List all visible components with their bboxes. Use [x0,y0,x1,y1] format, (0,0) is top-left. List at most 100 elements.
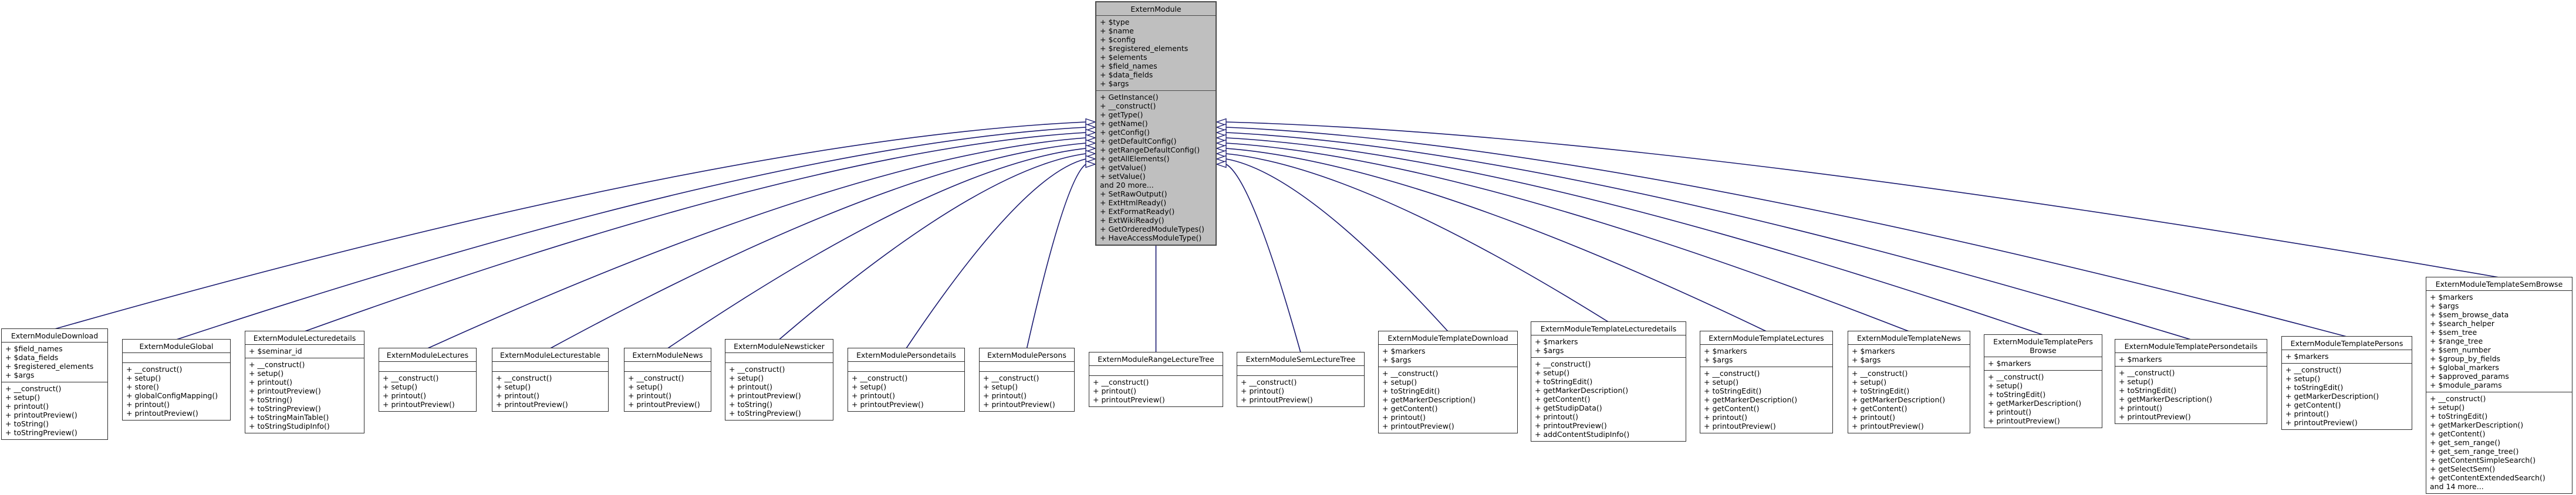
member-row: + getSelectSem() [2430,465,2496,473]
class-methods: + __construct()+ setup()+ printout()+ pr… [980,371,1074,411]
member-row: + __construct() [1382,369,1439,378]
member-row: + $approved_params [2430,372,2509,381]
member-row: + toStringEdit() [1382,386,1440,395]
class-node[interactable]: ExternModuleTemplatePersondetails+ $mark… [2115,339,2267,424]
member-row: + printout() [496,391,540,400]
class-methods: + __construct()+ setup()+ printout()+ pr… [624,371,711,411]
member-row: + __construct() [983,374,1039,382]
class-node[interactable]: ExternModuleTemplateLectures+ $markers+ … [1700,331,1833,433]
class-attributes [492,361,608,371]
class-node[interactable]: ExternModuleTemplateSemBrowse+ $markers+… [2426,277,2572,494]
base-class-node[interactable]: ExternModule+ $type+ $name+ $config+ $re… [1095,1,1217,246]
member-row: + toString() [5,419,49,428]
class-node[interactable]: ExternModuleLecturedetails+ $seminar_id+… [245,331,364,433]
member-row: + setup() [2285,374,2321,383]
class-attributes: + $field_names+ $data_fields+ $registere… [2,342,107,382]
class-methods: + __construct()+ setup()+ printout()+ pr… [245,358,364,433]
member-row: + getContent() [2285,401,2341,409]
member-row: + $elements [1100,53,1147,62]
class-node[interactable]: ExternModulePersondetails+ __construct()… [848,348,965,412]
member-row: + __construct() [1241,378,1297,386]
member-row: + __construct() [2119,368,2175,377]
class-node[interactable]: ExternModuleSemLectureTree+ __construct(… [1237,352,1365,407]
hollow-inheritance-arrowhead [1216,144,1227,152]
member-row: + getContent() [1382,404,1438,413]
class-attributes: + $markers [1984,357,2102,370]
hollow-inheritance-arrowhead [1085,118,1096,126]
member-row: + $field_names [1100,62,1157,70]
class-node[interactable]: ExternModuleTemplateDownload+ $markers+ … [1378,331,1518,433]
inheritance-edge [550,143,1086,349]
member-row: + toStringEdit() [2285,383,2344,392]
class-node[interactable]: ExternModuleRangeLectureTree+ __construc… [1089,352,1223,407]
class-title: ExternModulePersondetails [856,351,956,360]
member-row: + $args [1852,355,1881,364]
hollow-inheritance-arrowhead [1216,160,1227,168]
class-title: ExternModuleGlobal [139,342,214,351]
member-row: + SetRawOutput() [1100,189,1167,198]
class-methods: + __construct()+ setup()+ toStringEdit()… [2115,366,2267,423]
member-row: + printoutPreview() [1382,422,1454,430]
class-attributes: + $markers [2115,352,2267,366]
member-row: + printoutPreview() [628,400,700,409]
member-row: + ExtFormatReady() [1100,207,1175,216]
member-row: + __construct() [1704,369,1760,378]
member-row: + setup() [852,382,887,391]
member-row: + printout() [1382,413,1426,422]
class-title: ExternModuleRangeLectureTree [1098,355,1214,364]
class-node[interactable]: ExternModuleTemplatePersons+ $markers+ _… [2281,336,2412,430]
class-node[interactable]: ExternModulePersons + __construct()+ setu… [979,348,1075,412]
member-row: + printoutPreview() [5,411,77,419]
member-row: + getType() [1100,110,1143,119]
member-row: + __construct() [383,374,439,382]
class-node[interactable]: ExternModuleNewsticker+ __construct()+ s… [725,339,833,421]
inheritance-edge [1225,127,2347,337]
class-node[interactable]: ExternModuleNews+ __construct()+ setup()… [624,348,711,412]
class-attributes [379,361,476,371]
member-row: + get_sem_range_tree() [2430,447,2519,456]
class-node[interactable]: ExternModuleGlobal + __construct()+ setup… [122,339,231,421]
member-row: + getAllElements() [1100,154,1170,163]
member-row: + setup() [1988,381,2023,390]
member-row: + getMarkerDescription() [2119,395,2213,404]
member-row: + toStringPreview() [249,404,321,413]
member-row: + setup() [1852,378,1887,386]
member-row: + toStringEdit() [1852,386,1910,395]
member-row: and 14 more... [2430,482,2484,491]
member-row: + $global_markers [2430,363,2499,372]
member-row: + $markers [1382,347,1426,355]
member-row: + setup() [1535,368,1570,377]
member-row: + getDefaultConfig() [1100,137,1177,145]
class-node[interactable]: ExternModuleDownload+ $field_names+ $dat… [1,328,108,440]
class-title: ExternModulePersons [987,351,1066,360]
inheritance-edge [906,158,1086,349]
hollow-inheritance-arrowhead [1085,150,1096,158]
class-node[interactable]: ExternModuleLecturestable+ __construct()… [492,348,609,412]
member-row: + __construct() [126,365,183,374]
member-row: + $field_names [5,344,63,353]
member-row: + printout() [628,391,672,400]
class-methods: + __construct()+ setup()+ printout()+ pr… [492,371,608,411]
member-row: + printoutPreview() [729,391,801,400]
class-node[interactable]: ExternModuleTemplateNews+ $markers+ $arg… [1848,331,1970,433]
member-row: + getStudipData() [1535,404,1602,412]
class-methods: + __construct()+ setup()+ store()+ globa… [123,362,230,420]
class-node[interactable]: ExternModuleTemplatePers Browse+ $marker… [1984,334,2102,428]
inheritance-edge [1225,164,1301,353]
member-row: + $data_fields [1100,70,1153,79]
class-title: ExternModuleTemplateLecturedetails [1540,324,1677,333]
member-row: + GetInstance() [1100,93,1159,101]
class-node[interactable]: ExternModuleTemplateLecturedetails+ $mar… [1531,321,1686,442]
member-row: + printout() [249,378,293,386]
member-row: + $markers [1704,347,1747,355]
member-row: + printout() [2285,409,2329,418]
member-row: + toStringMainTable() [249,413,329,422]
class-attributes: + $markers+ $args [1379,344,1517,367]
hollow-inheritance-arrowhead [1216,139,1227,147]
member-row: + $args [1100,79,1129,88]
inheritance-edge [427,137,1086,349]
member-row: + getValue() [1100,163,1147,172]
member-row: + setup() [5,393,40,402]
member-row: + getMarkerDescription() [1704,395,1798,404]
class-node[interactable]: ExternModuleLectures+ __construct()+ set… [379,348,477,412]
